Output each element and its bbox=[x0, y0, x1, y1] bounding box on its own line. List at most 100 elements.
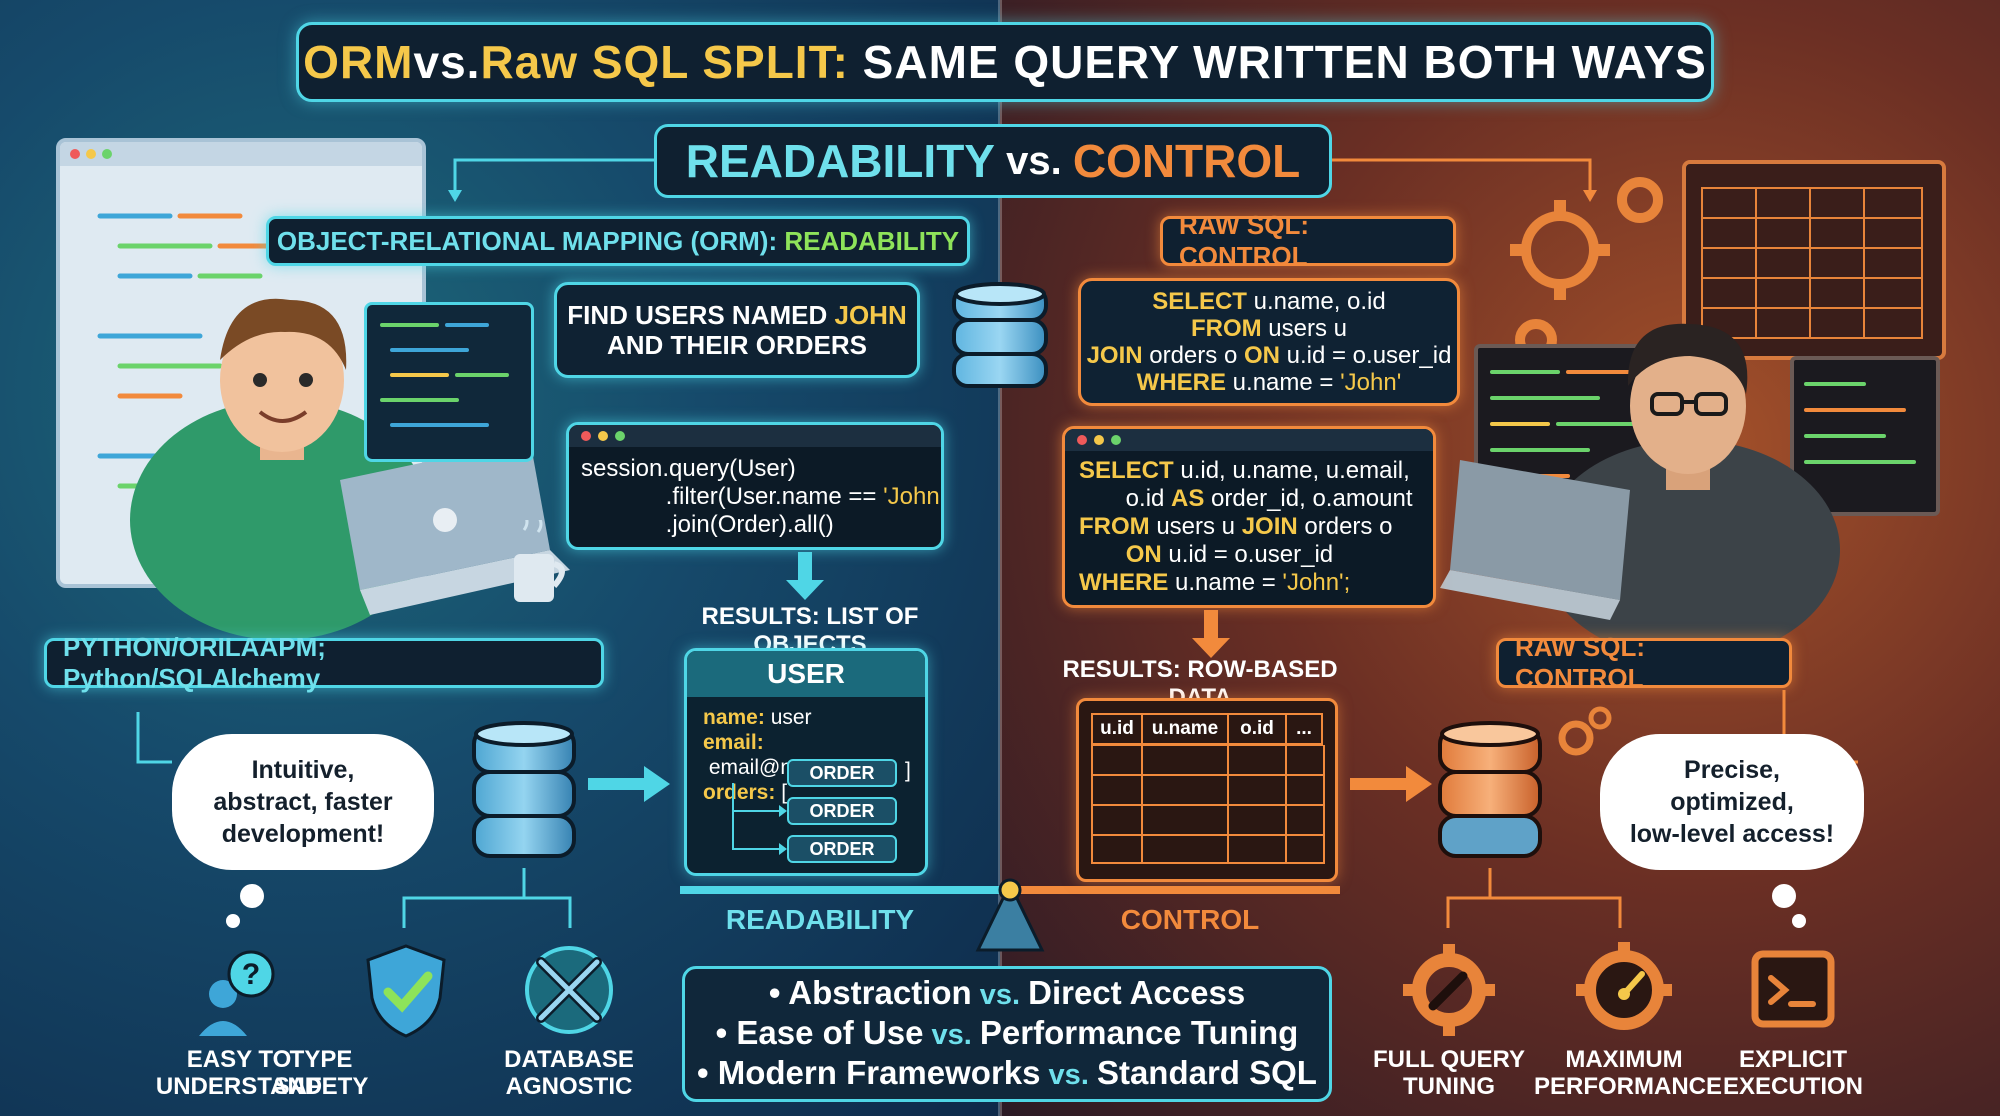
comparison-b: Direct Access bbox=[1028, 974, 1246, 1011]
feature-label-line: UNDERSTAND bbox=[155, 1073, 323, 1100]
user-object-card: USER name: user email: email@nst.com ord… bbox=[684, 648, 928, 876]
sql-full-line: o.id AS order_id, o.amount bbox=[1079, 485, 1419, 513]
title-orm: ORM bbox=[303, 36, 414, 88]
subtitle-vs: vs. bbox=[994, 138, 1073, 183]
feature-label-line: FULL QUERY bbox=[1372, 1046, 1525, 1073]
comparison-b: Performance Tuning bbox=[979, 1014, 1299, 1051]
comparison-row: • Abstraction vs. Direct Access bbox=[769, 974, 1245, 1014]
title-raw-sql: Raw SQL SPLIT: bbox=[480, 36, 849, 88]
question-person-icon: ? bbox=[199, 950, 275, 1036]
sql-full-line: ON u.id = o.user_id bbox=[1079, 541, 1419, 569]
field-value: user bbox=[764, 706, 812, 729]
sql-keyword: JOIN bbox=[1241, 513, 1298, 540]
right-spreadsheet-monitor bbox=[1682, 160, 1946, 360]
sql-simple-line: SELECT u.name, o.id bbox=[1152, 288, 1385, 315]
feature-label-line: TYPE bbox=[289, 1046, 353, 1073]
bubble-tail bbox=[1772, 884, 1796, 908]
bubble-tail bbox=[240, 884, 264, 908]
subtitle-control: CONTROL bbox=[1072, 135, 1301, 187]
sql-code-titlebar bbox=[1065, 429, 1433, 451]
comparison-a: • Ease of Use bbox=[715, 1014, 924, 1051]
order-item: ORDER bbox=[787, 797, 897, 825]
orm-stack-label-text: PYTHON/ORILAAPM; Python/SQLAlchemy bbox=[63, 632, 326, 693]
sql-keyword: WHERE bbox=[1136, 369, 1227, 396]
sql-keyword: JOIN bbox=[1086, 342, 1143, 369]
sql-text: u.id = o.user_id bbox=[1161, 541, 1334, 568]
orm-down-arrow bbox=[786, 552, 824, 600]
left-small-monitor bbox=[364, 302, 534, 462]
sql-simple-line: FROM users u bbox=[1191, 315, 1347, 342]
scale-label-control: CONTROL bbox=[1120, 904, 1260, 935]
subtitle: READABILITY vs. CONTROL bbox=[654, 124, 1332, 198]
sql-keyword: SELECT bbox=[1152, 288, 1247, 315]
sql-full-line: SELECT u.id, u.name, u.email, bbox=[1079, 457, 1419, 485]
sql-keyword: AS bbox=[1171, 485, 1205, 512]
sql-text: u.name = bbox=[1226, 369, 1341, 396]
terminal-icon bbox=[1751, 950, 1835, 1028]
feature-label-line: TUNING bbox=[1403, 1073, 1495, 1100]
sql-text: users u bbox=[1261, 315, 1348, 342]
sql-text: u.id = o.user_id bbox=[1279, 342, 1452, 369]
orm-developer-illustration bbox=[130, 298, 570, 640]
comparison-row: • Modern Frameworks vs. Standard SQL bbox=[697, 1054, 1317, 1094]
sql-right-arrow bbox=[1350, 766, 1432, 802]
title-vs: vs. bbox=[413, 36, 481, 88]
orm-code-window: session.query(User) .filter(User.name ==… bbox=[566, 422, 944, 550]
sql-keyword: FROM bbox=[1079, 513, 1150, 540]
sql-text: orders o bbox=[1142, 342, 1244, 369]
sql-text: u.name, o.id bbox=[1246, 288, 1386, 315]
orm-right-arrow bbox=[588, 766, 670, 802]
bubble-tail bbox=[226, 914, 240, 928]
title-rest: SAME QUERY WRITTEN BOTH WAYS bbox=[848, 36, 1707, 88]
orm-code-filter: .filter(User.name == bbox=[639, 483, 884, 510]
row-data-table: u.id u.name o.id ... bbox=[1076, 698, 1338, 882]
task-line-1: FIND USERS NAMED JOHN bbox=[567, 300, 907, 330]
task-line-2: AND THEIR ORDERS bbox=[606, 330, 867, 360]
raw-sql-label-mid-text: RAW SQL: CONTROL bbox=[1515, 632, 1645, 693]
sql-keyword: ON bbox=[1125, 541, 1162, 568]
subtitle-readability: READABILITY bbox=[685, 135, 995, 187]
center-database-icon bbox=[952, 282, 1048, 388]
task-box: FIND USERS NAMED JOHN AND THEIR ORDERS bbox=[554, 282, 920, 378]
orm-code-line-2: .filter(User.name == 'John') bbox=[581, 483, 941, 511]
bubble-line: optimized, bbox=[1670, 788, 1794, 816]
user-field-name: name: user bbox=[703, 705, 909, 730]
sql-text: o.id bbox=[1079, 485, 1172, 512]
user-field-orders: orders: [ bbox=[703, 780, 909, 805]
sql-full-line: FROM users u JOIN orders o bbox=[1079, 513, 1419, 541]
order-connectors bbox=[732, 783, 787, 855]
comparison-vs: vs. bbox=[1040, 1059, 1097, 1091]
raw-sql-label-top: RAW SQL: CONTROL bbox=[1160, 210, 1456, 271]
orm-label-highlight: READABILITY bbox=[784, 225, 960, 256]
feature-label-line: AGNOSTIC bbox=[505, 1073, 633, 1100]
feature-label-line: PERFORMANCE bbox=[1534, 1073, 1723, 1100]
sql-text: u.name = bbox=[1168, 569, 1283, 596]
orm-database-icon bbox=[472, 721, 576, 858]
raw-sql-label-mid: RAW SQL: CONTROL bbox=[1496, 632, 1792, 693]
orm-code-titlebar bbox=[569, 425, 941, 447]
orm-thought-bubble: Intuitive, abstract, faster development! bbox=[172, 734, 434, 870]
sql-keyword: ON bbox=[1243, 342, 1280, 369]
coffee-mug-icon bbox=[514, 520, 565, 602]
sql-code-window: SELECT u.id, u.name, u.email, o.id AS or… bbox=[1062, 426, 1436, 608]
orm-label-text: OBJECT-RELATIONAL MAPPING (ORM): bbox=[276, 225, 785, 256]
task-highlight-john: JOHN bbox=[834, 300, 907, 330]
table-header-cell: u.name bbox=[1143, 715, 1229, 743]
sql-string: 'John'; bbox=[1282, 569, 1351, 596]
table-header-row: u.id u.name o.id ... bbox=[1091, 713, 1323, 745]
sql-text: u.id, u.name, u.email, bbox=[1173, 457, 1410, 484]
balance-scale bbox=[680, 878, 1340, 952]
order-item: ORDER bbox=[787, 759, 897, 787]
sql-string: 'John' bbox=[1340, 369, 1402, 396]
sql-simple-box: SELECT u.name, o.id FROM users u JOIN or… bbox=[1078, 278, 1460, 406]
sql-full-line: WHERE u.name = 'John'; bbox=[1079, 569, 1419, 597]
